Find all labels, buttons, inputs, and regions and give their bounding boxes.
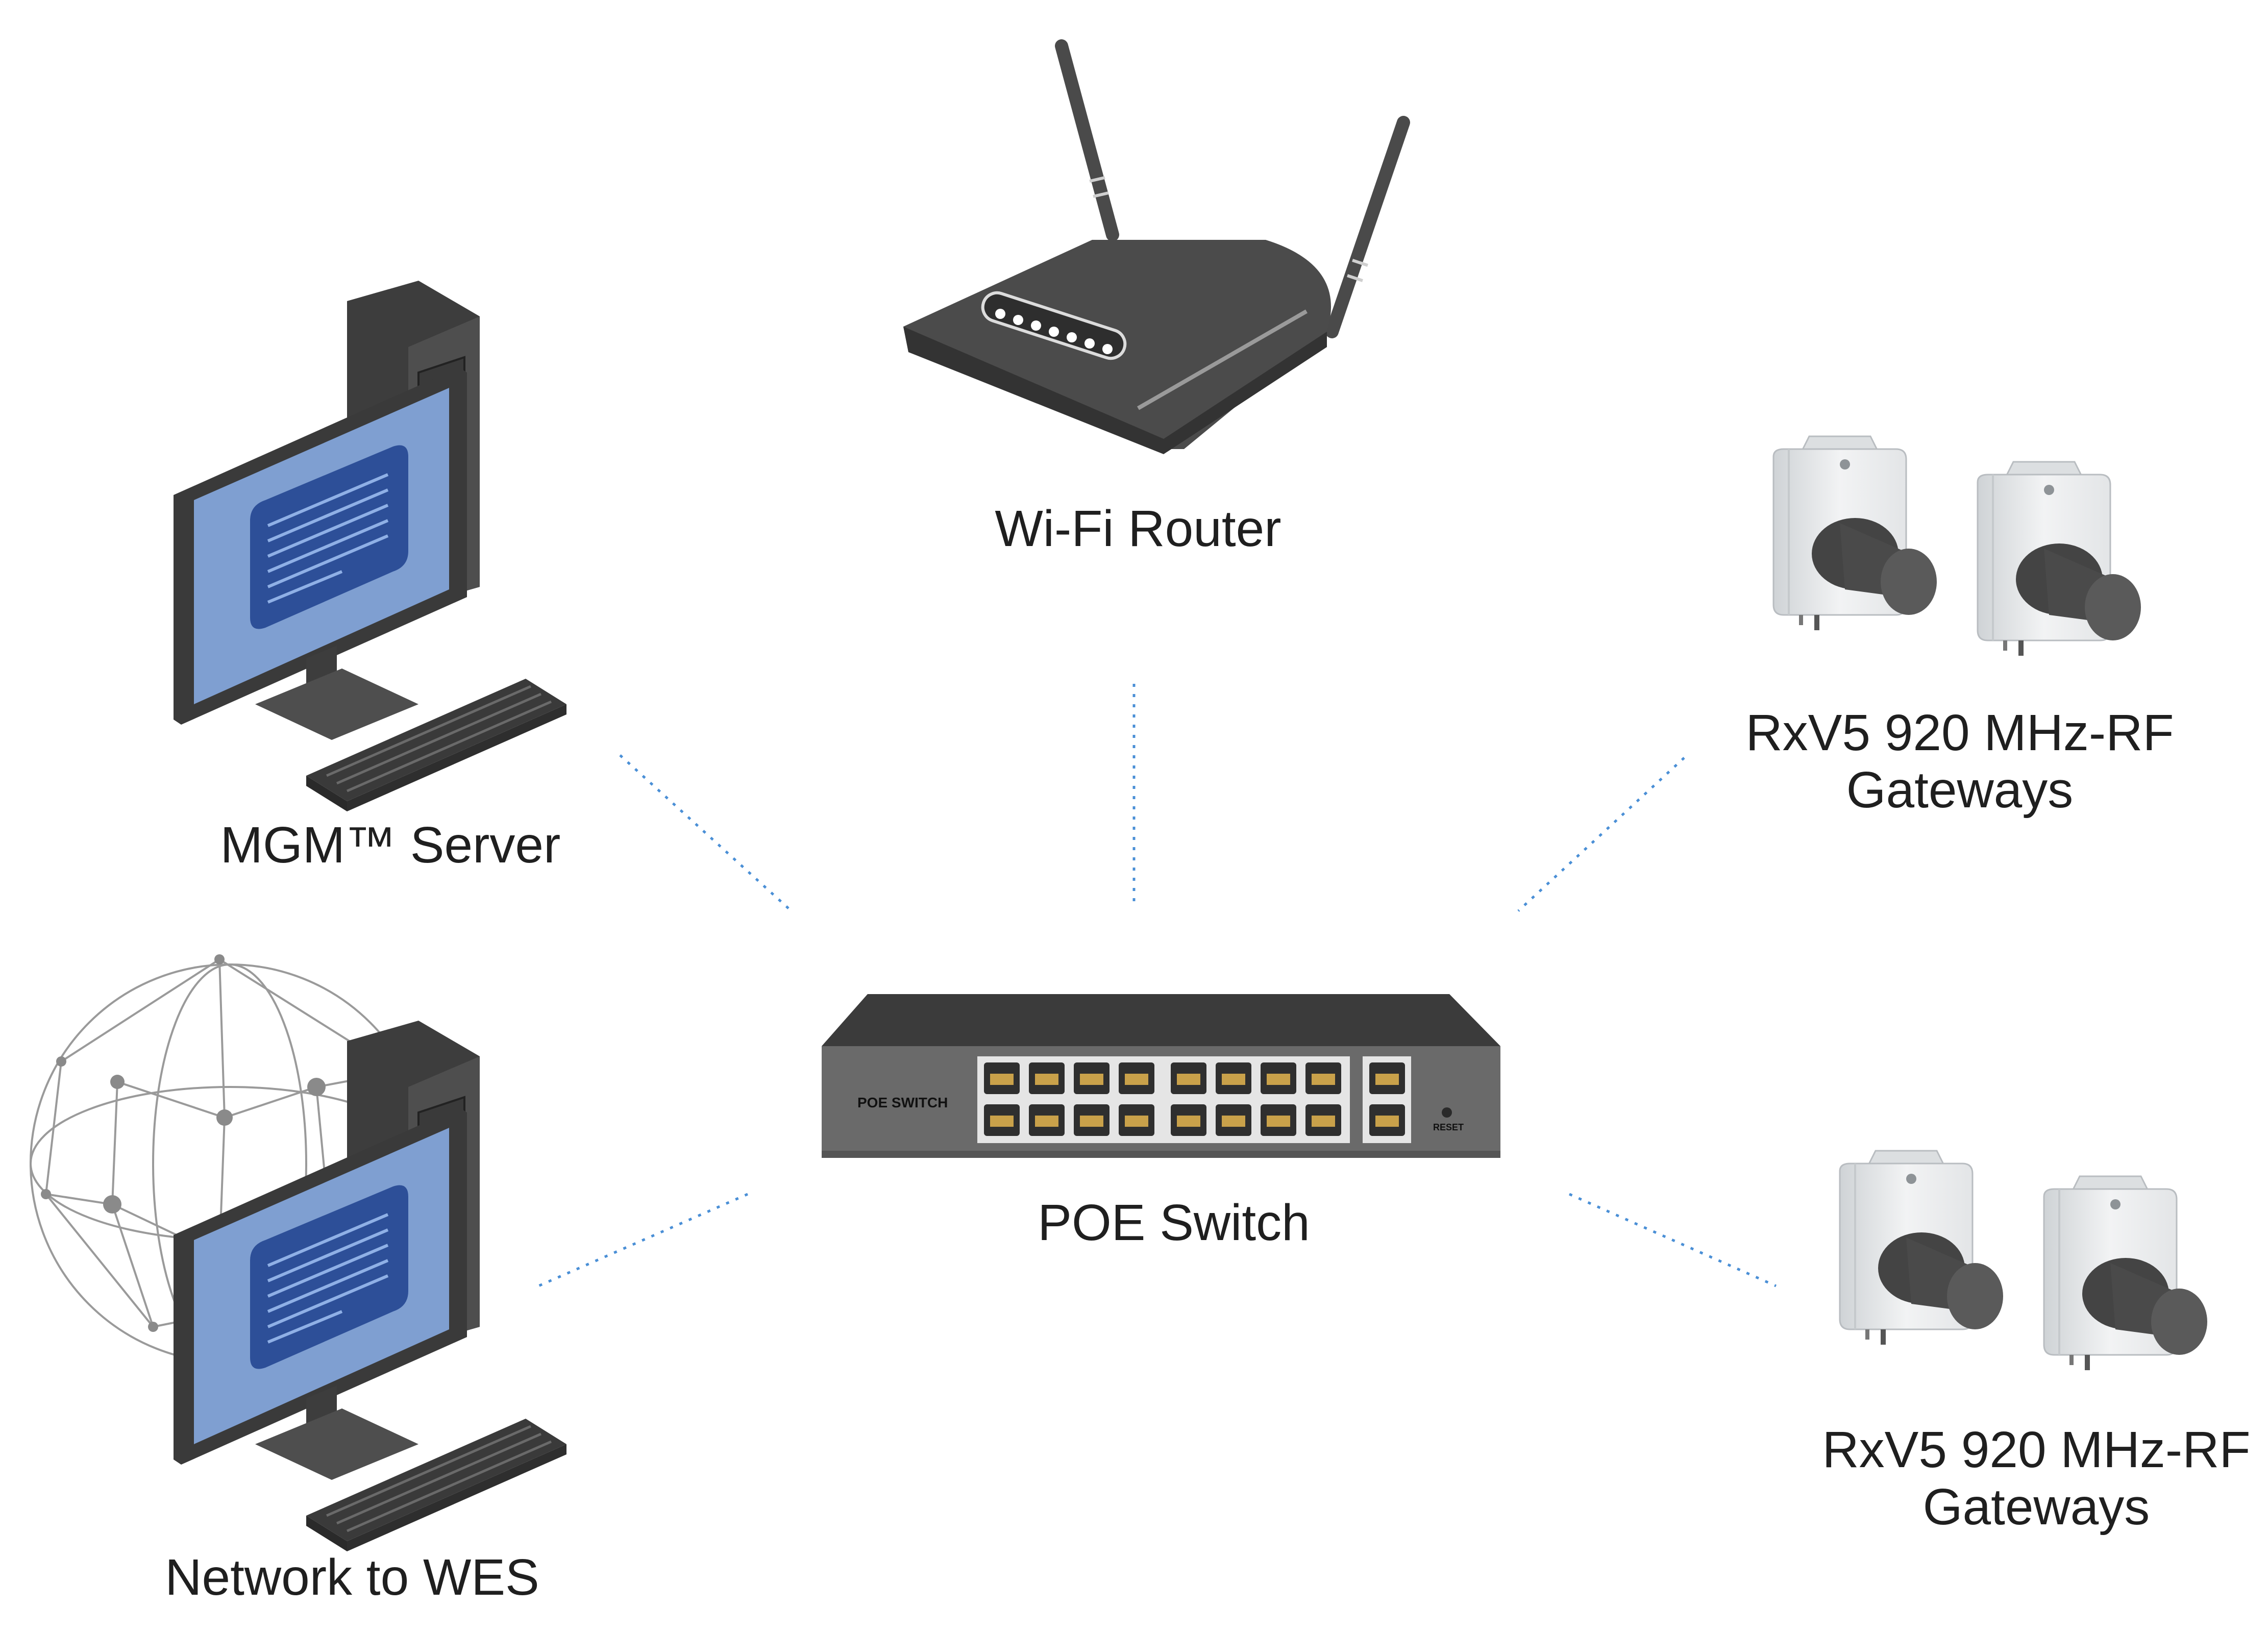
link-server-switch <box>619 754 790 909</box>
link-gateways-bottom-switch <box>1568 1193 1777 1288</box>
wes-computer <box>174 1021 566 1551</box>
gateway-top-2 <box>1977 461 2142 657</box>
router-label: Wi-Fi Router <box>995 500 1281 557</box>
port-pins <box>1267 1074 1290 1085</box>
link-gateways-top-switch <box>1517 757 1685 912</box>
network-switch-icon: POE SWITCH RESET <box>822 994 1500 1158</box>
port-pins <box>1375 1074 1399 1085</box>
switch-panel-text: POE SWITCH <box>857 1095 948 1110</box>
port-pins <box>1177 1074 1200 1085</box>
server-label: MGM™ Server <box>220 816 561 874</box>
port-pins <box>990 1116 1014 1127</box>
gateway-bottom-2 <box>2043 1175 2208 1371</box>
gateways-bottom-label: RxV5 920 MHz-RF Gateways <box>1822 1421 2251 1536</box>
gateway-bottom-1 <box>1839 1150 2004 1346</box>
port-pins <box>1267 1116 1290 1127</box>
port-pins <box>1035 1074 1058 1085</box>
port-pins <box>1222 1116 1245 1127</box>
port-pins <box>1222 1074 1245 1085</box>
port-pins <box>1035 1116 1058 1127</box>
port-pins <box>1125 1116 1148 1127</box>
server-computer <box>174 281 566 811</box>
port-pins <box>990 1074 1014 1085</box>
port-pins <box>1080 1116 1103 1127</box>
wes-label: Network to WES <box>165 1549 539 1606</box>
router-icon <box>903 39 1410 454</box>
port-pins <box>1312 1074 1335 1085</box>
switch-reset-text: RESET <box>1433 1122 1464 1132</box>
connection-lines <box>537 684 1777 1288</box>
link-wes-switch <box>537 1193 749 1288</box>
port-pins <box>1312 1116 1335 1127</box>
port-pins <box>1125 1074 1148 1085</box>
port-pins <box>1177 1116 1200 1127</box>
switch-label: POE Switch <box>1038 1194 1310 1251</box>
port-pins <box>1375 1116 1399 1127</box>
switch-ports <box>984 1062 1405 1136</box>
gateway-top-1 <box>1772 435 1938 631</box>
port-pins <box>1080 1074 1103 1085</box>
gateways-top-label: RxV5 920 MHz-RF Gateways <box>1745 704 2174 819</box>
